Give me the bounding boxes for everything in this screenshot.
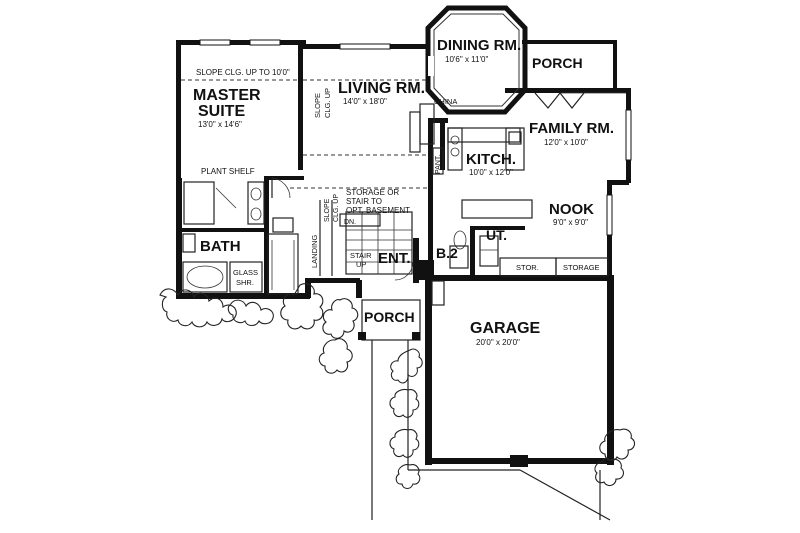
master-suite-label-line2: SUITE [198, 103, 245, 120]
dn-note: DN. [344, 219, 356, 226]
entry-label: ENT. [378, 250, 411, 267]
landing-note: LANDING [310, 234, 319, 268]
exterior-walls [176, 40, 631, 467]
kitchen-dims: 10'0" x 12'0" [469, 168, 513, 177]
storage-stair-note-1: STORAGE OR [346, 188, 399, 197]
room-labels: DINING RM. 10'6" x 11'0" PORCH LIVING RM… [193, 37, 614, 347]
slope-clg-note-2: CLG. UP [333, 194, 340, 222]
glass-shower-note-2: SHR. [236, 278, 254, 287]
master-suite-dims: 13'0" x 14'6" [198, 120, 242, 129]
china-note: CHINA [434, 97, 457, 106]
family-room-label: FAMILY RM. [529, 120, 614, 137]
stair-up-note-2: UP [356, 260, 366, 269]
nook-dims: 9'0" x 9'0" [553, 218, 588, 227]
dining-room-dims: 10'6" x 11'0" [445, 55, 488, 64]
plant-shelf-note: PLANT SHELF [201, 167, 255, 176]
slope-clg-note-1: SLOPE [324, 198, 331, 222]
garage-dims: 20'0" x 20'0" [476, 338, 520, 347]
pantry-note: PANT. [435, 155, 442, 174]
stor-note: STOR. [516, 263, 539, 272]
garage-label: GARAGE [470, 320, 541, 337]
storage-stair-note-2: STAIR TO [346, 197, 382, 206]
living-slope-note-2: CLG. UP [323, 88, 332, 118]
plan-notes: SLOPE CLG. UP TO 10'0" SLOPE CLG. UP CHI… [196, 68, 600, 287]
living-room-label: LIVING RM. [338, 80, 425, 97]
family-room-dims: 12'0" x 10'0" [544, 138, 588, 147]
bath-label: BATH [200, 238, 241, 255]
dining-bay [425, 5, 528, 115]
rear-porch-label: PORCH [532, 55, 583, 71]
storage-stair-note-3: OPT. BASEMENT [346, 206, 410, 215]
stair-up-note-1: STAIR [350, 251, 372, 260]
master-suite-label-line1: MASTER [193, 87, 261, 104]
front-porch-label: PORCH [364, 309, 415, 325]
living-room-dims: 14'0" x 18'0" [343, 97, 387, 106]
utility-label: UT. [486, 227, 507, 243]
kitchen-label: KITCH. [466, 151, 516, 168]
glass-shower-note-1: GLASS [233, 268, 258, 277]
windows [199, 39, 632, 236]
storage-note: STORAGE [563, 263, 600, 272]
dining-room-label: DINING RM. [437, 37, 521, 54]
landscaping-shrubs [159, 283, 636, 490]
living-slope-note-1: SLOPE [313, 93, 322, 118]
nook-label: NOOK [549, 201, 594, 218]
interior-details [181, 79, 626, 521]
slope-ceiling-note: SLOPE CLG. UP TO 10'0" [196, 68, 290, 77]
b2-label: B.2 [436, 245, 458, 261]
